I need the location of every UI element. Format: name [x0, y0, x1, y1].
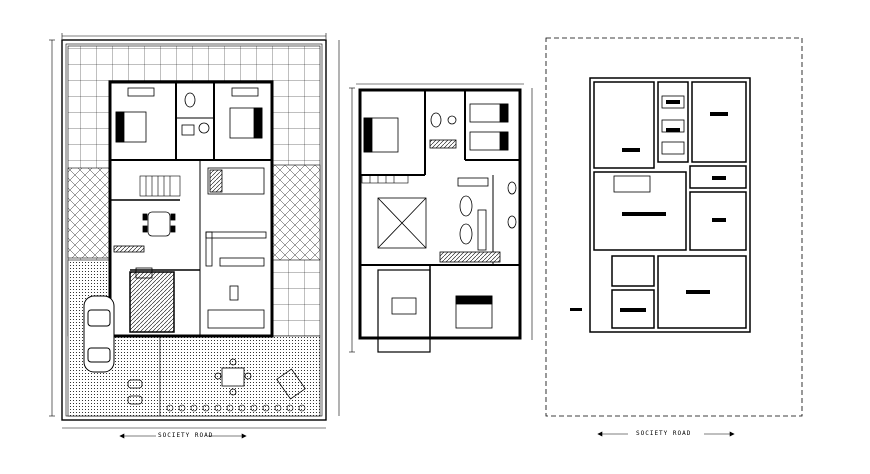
- two-wheelers: [127, 379, 143, 405]
- living-room-sofas: [205, 167, 267, 329]
- lounge-seating: [439, 177, 501, 263]
- road-label-ground-floor: SOCIETY ROAD: [158, 432, 214, 439]
- site-boundary: [61, 39, 327, 421]
- kitchen-counter: [113, 245, 153, 279]
- staircase: [139, 175, 181, 197]
- bedroom-furniture: [363, 103, 509, 329]
- first-floor-plan: [349, 83, 533, 353]
- garden-furniture: [214, 358, 306, 400]
- road-arrow-site: [597, 431, 735, 437]
- stair-void: [377, 197, 427, 249]
- bedroom-left-furniture: [115, 87, 155, 143]
- road-label-site-layout: SOCIETY ROAD: [636, 430, 692, 437]
- plant-row: [166, 404, 306, 412]
- road-arrow-ground: [119, 433, 247, 439]
- site-boundary-dashed: [545, 37, 803, 417]
- inner-partitions: [613, 95, 685, 193]
- bathroom-fixtures: [181, 92, 210, 136]
- car-outline: [83, 295, 115, 373]
- first-floor-stairs: [361, 174, 409, 184]
- balcony: [377, 269, 431, 353]
- bedroom-right-furniture: [229, 87, 263, 139]
- lawn-right: [271, 164, 321, 261]
- site-layout-plan: [545, 37, 803, 437]
- building-footprint: [589, 77, 751, 333]
- lawn-left: [67, 167, 111, 259]
- dimension-lines: [349, 83, 533, 353]
- ground-floor-plan: [49, 33, 340, 439]
- bathroom-fixtures: [429, 112, 517, 229]
- dimension-lines: [49, 33, 340, 429]
- room-tags: [570, 100, 728, 312]
- dining-set: [142, 211, 176, 237]
